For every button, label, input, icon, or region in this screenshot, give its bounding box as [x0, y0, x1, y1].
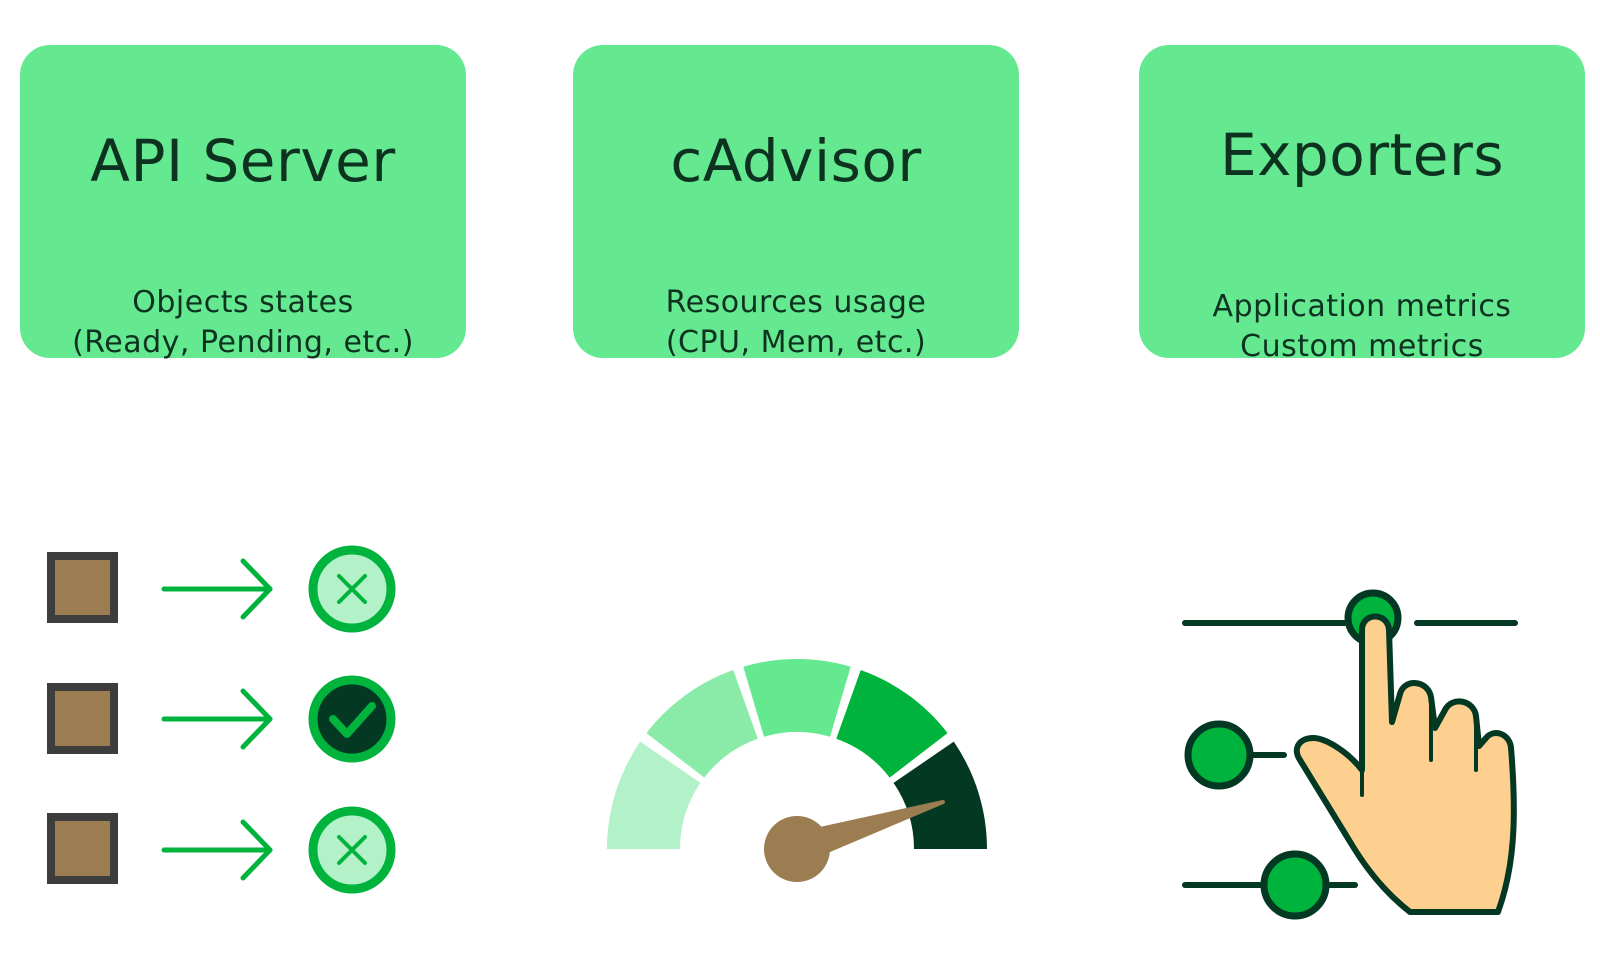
cadvisor-card: cAdvisor Resources usage (CPU, Mem, etc.… [573, 45, 1019, 360]
slider-knob [1260, 850, 1330, 920]
exporters-title: Exporters [1219, 121, 1505, 189]
x-mark-icon [308, 545, 396, 633]
exporters-card: Exporters Application metrics Custom met… [1139, 45, 1585, 364]
api-server-title: API Server [90, 127, 396, 195]
gauge-needle [764, 800, 945, 882]
api-server-desc-line-1: Objects states [132, 285, 354, 320]
cadvisor-description: Resources usage (CPU, Mem, etc.) [573, 283, 1019, 363]
api-server-card: API Server Objects states (Ready, Pendin… [20, 45, 466, 360]
arrow-right-icon [161, 558, 273, 620]
cadvisor-desc-line-2: (CPU, Mem, etc.) [665, 325, 927, 360]
arrow-right-icon [161, 688, 273, 750]
exporters-desc-line-1: Application metrics [1212, 289, 1512, 324]
check-mark-icon [308, 675, 396, 763]
arrow-right-icon [161, 819, 273, 881]
sliders-illustration [1182, 589, 1518, 920]
cadvisor-title: cAdvisor [670, 127, 922, 195]
status-list-illustration [47, 545, 396, 894]
gauge-segment [893, 741, 987, 849]
gauge-segment [836, 670, 948, 778]
exporters-description: Application metrics Custom metrics [1139, 287, 1585, 367]
slider-control [1184, 720, 1287, 790]
api-server-desc-line-2: (Ready, Pending, etc.) [72, 325, 414, 360]
slider-control [1182, 589, 1518, 647]
x-mark-icon [308, 806, 396, 894]
pointing-hand-icon [1293, 613, 1517, 915]
exporters-desc-line-2: Custom metrics [1240, 329, 1484, 364]
gauge-illustration [607, 659, 987, 882]
status-row [47, 545, 396, 633]
object-box-icon [47, 552, 118, 623]
slider-knob [1184, 720, 1254, 790]
gauge-segment [743, 659, 851, 737]
cadvisor-desc-line-1: Resources usage [665, 285, 927, 320]
api-server-description: Objects states (Ready, Pending, etc.) [20, 283, 466, 363]
gauge-segment [646, 670, 758, 778]
object-box-icon [47, 813, 118, 884]
object-box-icon [47, 683, 118, 754]
status-row [47, 675, 396, 763]
gauge-segment [607, 741, 701, 849]
status-row [47, 806, 396, 894]
gauge-segments [607, 659, 987, 849]
slider-control [1182, 850, 1358, 920]
